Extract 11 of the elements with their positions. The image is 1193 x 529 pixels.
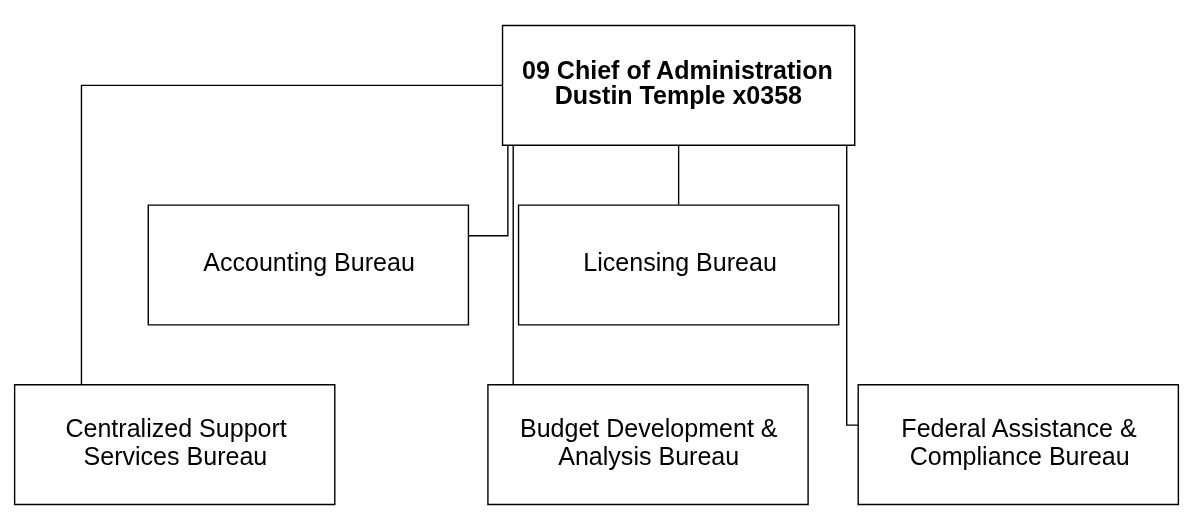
node-box: 09 Chief of Administration Dustin Temple x0358 bbox=[501, 24, 856, 146]
node-box: Budget Development & Analysis Bureau bbox=[487, 383, 809, 505]
connector bbox=[677, 144, 680, 205]
connector bbox=[467, 144, 509, 236]
connector bbox=[846, 144, 859, 426]
connector bbox=[80, 84, 503, 385]
node-box: Licensing Bureau bbox=[517, 203, 840, 326]
connector bbox=[512, 144, 514, 385]
node-box: Centralized Support Services Bureau bbox=[13, 383, 336, 505]
node-box: Accounting Bureau bbox=[147, 203, 470, 326]
node-box: Federal Assistance & Compliance Bureau bbox=[857, 383, 1180, 505]
